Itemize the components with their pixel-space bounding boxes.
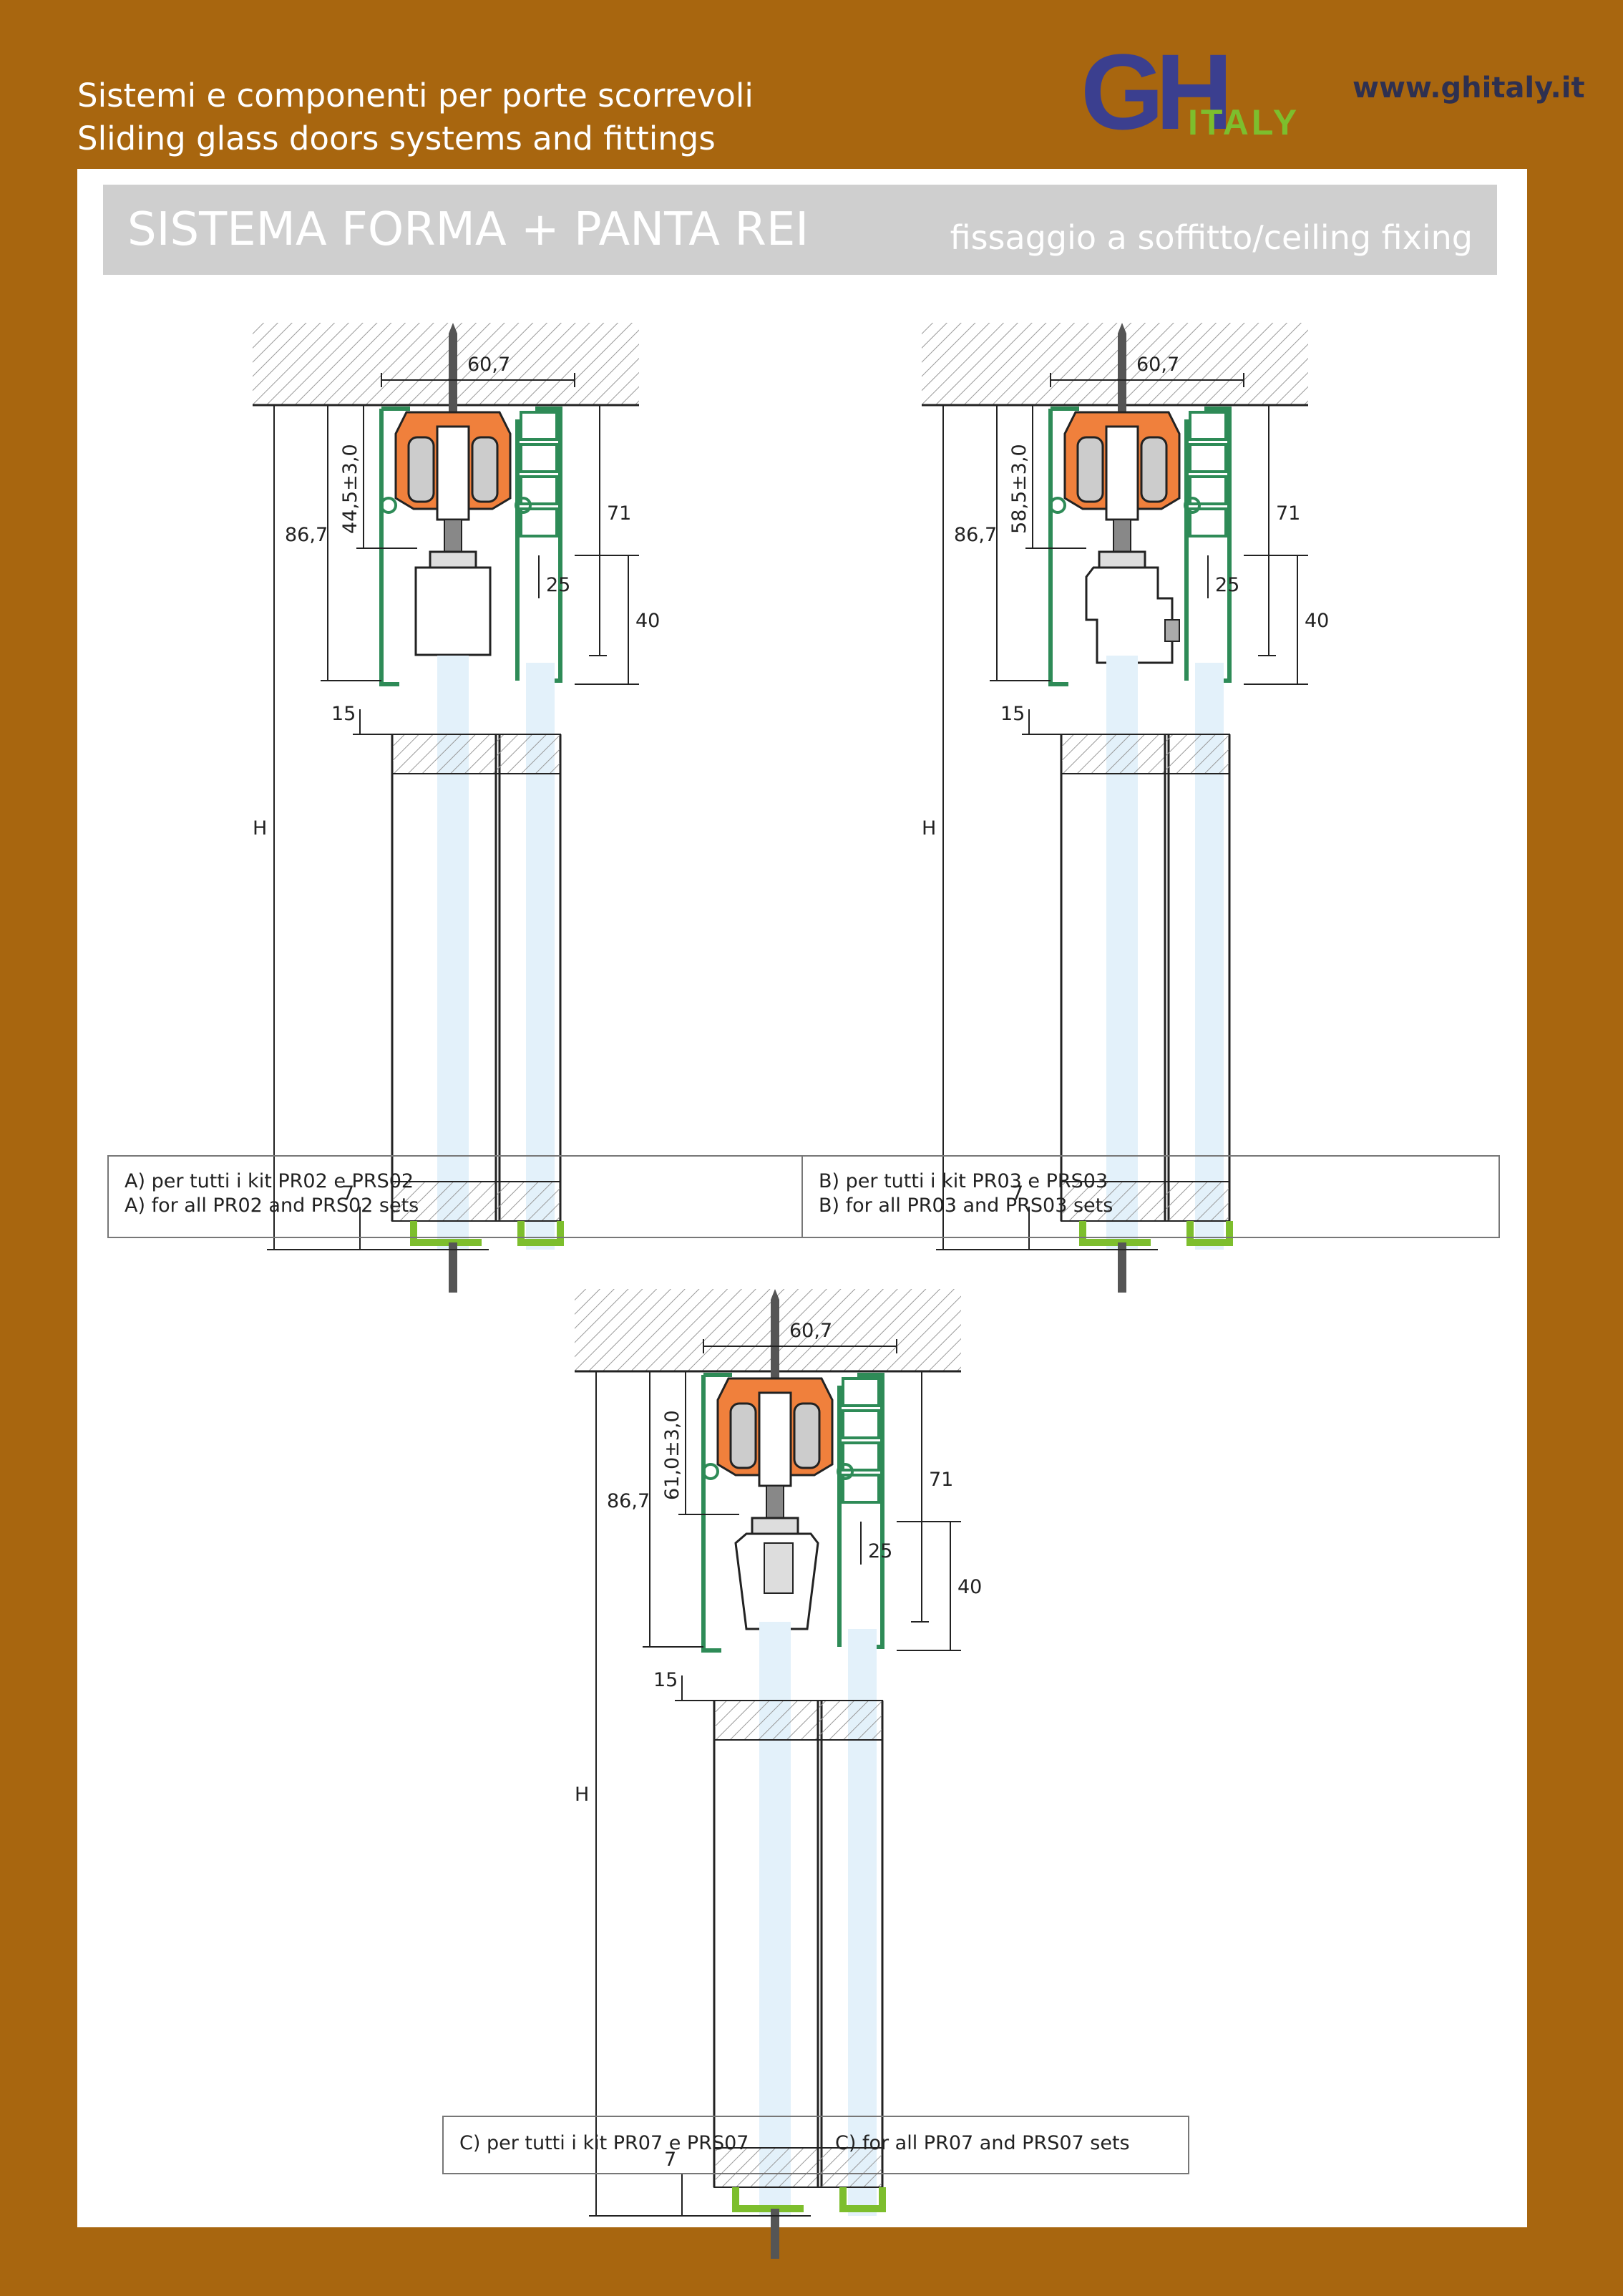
dim-7: 7	[664, 2149, 676, 2171]
dim-40: 40	[1305, 610, 1329, 632]
dim-adjust: 44,5±3,0	[339, 444, 361, 534]
dim-71: 71	[1276, 502, 1300, 525]
ceiling	[253, 323, 639, 405]
floor-guide-2	[517, 1221, 564, 1246]
floor-guide-1	[1079, 1221, 1151, 1246]
floor-guide-2	[1186, 1221, 1233, 1246]
dim-71: 71	[929, 1469, 953, 1491]
dim-adjust: 61,0±3,0	[661, 1410, 683, 1500]
dim-adjust: 58,5±3,0	[1008, 444, 1030, 534]
caption-c-it: C) per tutti i kit PR07 e PRS07	[459, 2132, 749, 2154]
track-profile	[379, 407, 562, 686]
content-panel: SISTEMA FORMA + PANTA REI fissaggio a so…	[77, 169, 1527, 2259]
floor-screw	[771, 2209, 779, 2259]
dim-40: 40	[957, 1576, 982, 1598]
hanger-a	[414, 566, 492, 656]
caption-box-ab: A) per tutti i kit PR02 e PRS02 A) for a…	[107, 1155, 1500, 1238]
dim-25: 25	[1215, 574, 1239, 596]
gh-italy-logo: GH ITALY	[1081, 42, 1300, 142]
floor-screw	[449, 1242, 457, 1293]
hanger-b	[1085, 566, 1174, 664]
tagline-english: Sliding glass doors systems and fittings	[77, 120, 716, 157]
page-subtitle: fissaggio a soffitto/ceiling fixing	[950, 218, 1473, 257]
dim-15: 15	[331, 703, 356, 725]
page-title: SISTEMA FORMA + PANTA REI	[127, 203, 809, 256]
title-bar: SISTEMA FORMA + PANTA REI fissaggio a so…	[103, 185, 1497, 275]
caption-a-it: A) per tutti i kit PR02 e PRS02	[125, 1170, 414, 1192]
track-profile	[701, 1373, 884, 1653]
dim-25: 25	[546, 574, 570, 596]
logo-gh: GH	[1081, 42, 1227, 142]
ceiling	[922, 323, 1308, 405]
dim-h: H	[575, 1784, 589, 1806]
header-tagline: Sistemi e componenti per porte scorrevol…	[77, 74, 754, 160]
dim-h: H	[253, 817, 267, 840]
dim-total: 86,7	[954, 524, 997, 546]
logo-italy: ITALY	[1188, 102, 1300, 142]
drawing-b: 60,7H 86,7 58,5±3,0 71 40 25 15 7	[922, 323, 1329, 1293]
caption-c-en: C) for all PR07 and PRS07 sets	[835, 2132, 1130, 2154]
dim-15: 15	[653, 1669, 678, 1691]
caption-box-c: C) per tutti i kit PR07 e PRS07 C) for a…	[442, 2116, 1189, 2174]
caption-b: B) per tutti i kit PR03 e PRS03 B) for a…	[803, 1157, 1497, 1237]
dim-total: 86,7	[607, 1490, 650, 1512]
website-link[interactable]: www.ghitaly.it	[1352, 72, 1585, 104]
dim-total: 86,7	[285, 524, 328, 546]
caption-a-en: A) for all PR02 and PRS02 sets	[125, 1195, 419, 1217]
dim-25: 25	[868, 1540, 892, 1562]
track-profile	[1048, 407, 1232, 686]
floor-guide-1	[410, 1221, 482, 1246]
floor-screw	[1118, 1242, 1126, 1293]
screw-top	[449, 334, 457, 412]
floor-guide-2	[839, 2187, 886, 2212]
dim-7: 7	[342, 1182, 354, 1205]
dim-h: H	[922, 817, 936, 840]
dim-15: 15	[1000, 703, 1025, 725]
tagline-italian: Sistemi e componenti per porte scorrevol…	[77, 77, 754, 115]
dim-7: 7	[1011, 1182, 1023, 1205]
screw-top	[771, 1300, 779, 1378]
caption-b-en: B) for all PR03 and PRS03 sets	[819, 1195, 1113, 1217]
ceiling	[575, 1289, 961, 1371]
screw-top	[1118, 334, 1126, 412]
dim-40: 40	[635, 610, 660, 632]
caption-b-it: B) per tutti i kit PR03 e PRS03	[819, 1170, 1108, 1192]
caption-a: A) per tutti i kit PR02 e PRS02 A) for a…	[109, 1157, 803, 1237]
dim-width: 60,7	[1136, 354, 1179, 376]
drawing-a: 60,7H 86,7 44,5±3,0 71 40 25 15 7	[253, 323, 660, 1293]
floor-guide-1	[732, 2187, 804, 2212]
dim-width: 60,7	[789, 1320, 832, 1342]
dim-71: 71	[607, 502, 631, 525]
dim-width: 60,7	[467, 354, 510, 376]
